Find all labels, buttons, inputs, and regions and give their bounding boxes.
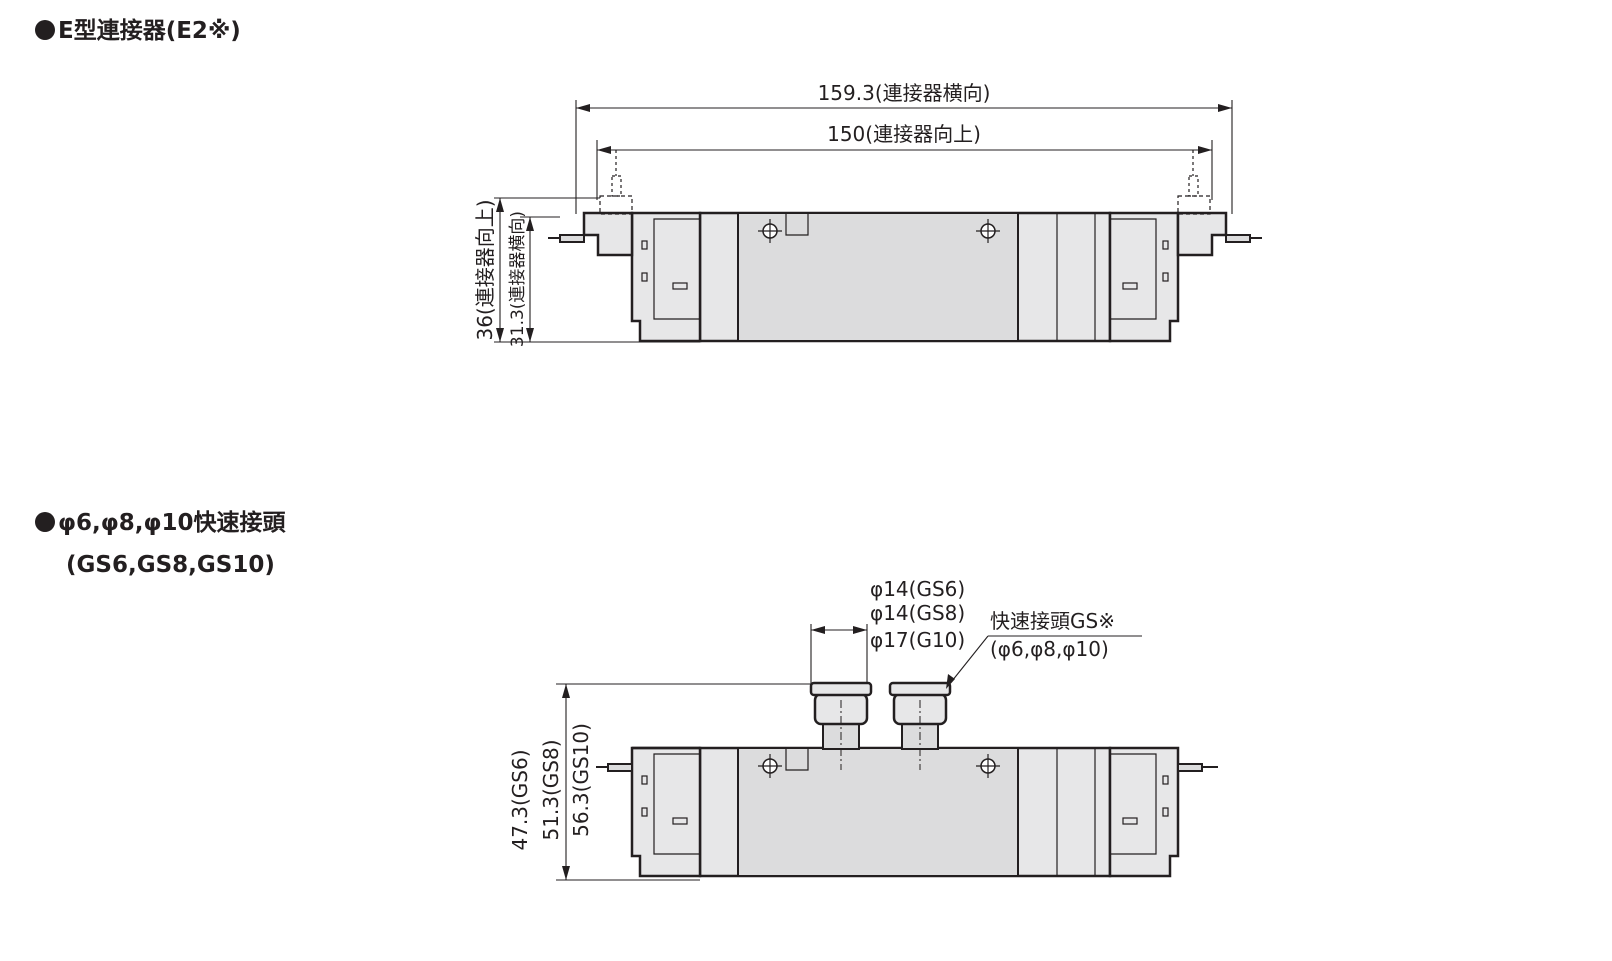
dim-height-gs10-label: 56.3(GS10) [569, 723, 593, 837]
dim-height-horizontal-label: 31.3(連接器横向) [508, 211, 528, 347]
valve-body-1 [630, 211, 1180, 343]
dim-fitting-diameter [810, 624, 868, 684]
left-connector-block [582, 211, 634, 257]
callout-leader [946, 635, 1142, 689]
diagram-e-connector: 159.3(連接器横向) 150(連接器向上) 36(連接器向上) 31.3(連… [473, 81, 1262, 347]
diagram-quick-fitting: φ14(GS6) φ14(GS8) φ17(G10) 快速接頭GS※ (φ6,φ… [508, 577, 1218, 881]
dim-width-horizontal-label: 159.3(連接器横向) [818, 81, 991, 105]
left-connector-up-dashed [599, 150, 633, 215]
dim-vertical-36 [494, 197, 700, 343]
section-heading-quick-fitting-text: φ6,φ8,φ10快速接頭 [58, 510, 286, 536]
dim-height-up-label: 36(連接器向上) [473, 199, 497, 340]
dim-dia-gs8-label: φ14(GS8) [870, 601, 965, 625]
section-heading-quick-fitting-models: (GS6,GS8,GS10) [66, 552, 275, 578]
dim-dia-gs6-label: φ14(GS6) [870, 577, 965, 601]
quick-fitting-right [888, 681, 952, 770]
dim-159-3 [575, 100, 1233, 214]
right-connector-block [1176, 211, 1228, 257]
quick-fitting-left [809, 681, 873, 770]
valve-body-2 [630, 746, 1180, 878]
left-cable-2 [607, 763, 633, 772]
dim-vertical-31-3 [520, 216, 560, 342]
callout-fitting-label: 快速接頭GS※ [990, 609, 1115, 633]
dim-height-gs6-label: 47.3(GS6) [508, 749, 532, 850]
dim-vertical-heights [556, 683, 811, 881]
section-heading-e-connector-text: E型連接器(E2※) [58, 18, 241, 44]
right-cable [1225, 234, 1251, 243]
dim-dia-g10-label: φ17(G10) [870, 628, 965, 652]
left-cable [559, 234, 585, 243]
bullet-icon [35, 20, 55, 40]
right-cable-2 [1177, 763, 1203, 772]
section-heading-quick-fitting: φ6,φ8,φ10快速接頭 [35, 508, 285, 538]
dim-width-up-label: 150(連接器向上) [827, 122, 981, 146]
section-heading-e-connector: E型連接器(E2※) [35, 16, 241, 46]
right-connector-up-dashed [1177, 150, 1211, 215]
dim-height-gs8-label: 51.3(GS8) [539, 739, 563, 840]
callout-fitting-sizes: (φ6,φ8,φ10) [990, 637, 1109, 661]
dim-150 [596, 140, 1213, 200]
bullet-icon [35, 512, 55, 532]
